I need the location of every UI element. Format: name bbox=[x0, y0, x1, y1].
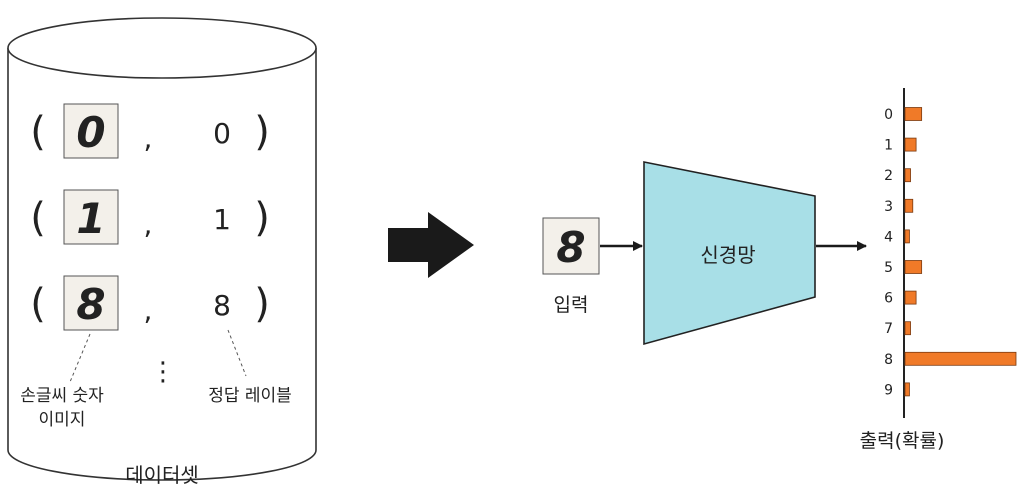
tick-label-8: 8 bbox=[884, 352, 893, 368]
probability-bar-1 bbox=[904, 137, 917, 152]
probability-bar-3 bbox=[904, 198, 914, 213]
output-tick-labels: 0 1 2 3 4 5 6 7 8 9 bbox=[884, 107, 893, 398]
tick-label-3: 3 bbox=[884, 199, 893, 215]
probability-bar-0 bbox=[904, 107, 923, 121]
dataset-row-1: ( 1 , 1 ) bbox=[30, 189, 270, 245]
tick-label-5: 5 bbox=[884, 260, 893, 276]
image-note-line1: 손글씨 숫자 bbox=[20, 386, 104, 406]
comma: , bbox=[144, 294, 153, 327]
label-value: 8 bbox=[213, 289, 231, 322]
paren-open: ( bbox=[30, 195, 46, 241]
label-value: 0 bbox=[213, 117, 231, 150]
tick-label-7: 7 bbox=[884, 321, 893, 337]
label-value: 1 bbox=[213, 203, 231, 236]
output-label: 출력(확률) bbox=[860, 430, 945, 452]
dataset-caption: 데이터셋 bbox=[125, 463, 199, 487]
output-bars bbox=[904, 107, 1017, 397]
digit-image-frame bbox=[63, 275, 119, 331]
probability-bar-2 bbox=[904, 168, 911, 183]
dataset-row-0: ( 0 , 0 ) bbox=[30, 103, 270, 159]
probability-bar-5 bbox=[904, 260, 923, 274]
probability-bar-4 bbox=[904, 229, 910, 244]
paren-close: ) bbox=[254, 109, 270, 155]
probability-bar-7 bbox=[904, 321, 911, 336]
tick-label-1: 1 bbox=[884, 138, 893, 154]
probability-bar-6 bbox=[904, 290, 917, 305]
label-note: 정답 레이블 bbox=[208, 386, 292, 406]
digit-image-frame bbox=[63, 103, 119, 159]
probability-bar-8 bbox=[904, 351, 1017, 366]
tick-label-4: 4 bbox=[884, 229, 893, 245]
tick-label-0: 0 bbox=[884, 107, 893, 123]
dataset-row-2: ( 8 , 8 ) bbox=[30, 275, 270, 331]
paren-close: ) bbox=[254, 195, 270, 241]
neural-network-block bbox=[643, 161, 816, 346]
image-note-leader bbox=[69, 333, 91, 383]
digit-image-frame bbox=[63, 189, 119, 245]
ellipsis-dots: ⋮ bbox=[150, 357, 176, 387]
tick-label-6: 6 bbox=[884, 291, 893, 307]
comma: , bbox=[144, 122, 153, 155]
handwritten-digit-image: 1 bbox=[76, 194, 105, 243]
network-label: 신경망 bbox=[700, 243, 755, 267]
tick-label-9: 9 bbox=[884, 382, 893, 398]
paren-close: ) bbox=[254, 281, 270, 327]
paren-open: ( bbox=[30, 281, 46, 327]
input-digit-image: 8 bbox=[556, 223, 585, 272]
paren-open: ( bbox=[30, 109, 46, 155]
input-label: 입력 bbox=[554, 294, 589, 316]
image-note-line2: 이미지 bbox=[39, 410, 86, 430]
probability-bar-9 bbox=[904, 382, 910, 397]
tick-label-2: 2 bbox=[884, 168, 893, 184]
block-arrow-icon bbox=[388, 212, 474, 278]
input-image-frame bbox=[542, 217, 600, 275]
handwritten-digit-image: 8 bbox=[76, 280, 105, 329]
handwritten-digit-image: 0 bbox=[76, 108, 105, 157]
label-note-leader bbox=[227, 329, 247, 377]
comma: , bbox=[144, 208, 153, 241]
